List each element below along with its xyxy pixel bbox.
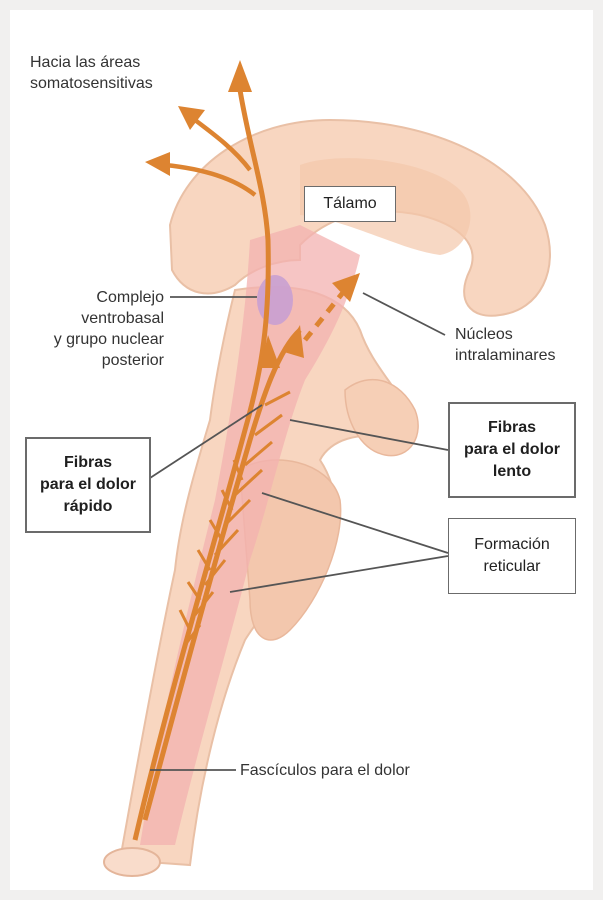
label-line: Fibras — [64, 452, 112, 474]
reticular-box: Formación reticular — [448, 518, 576, 594]
label-line: posterior — [12, 350, 164, 371]
thalamus-label: Tálamo — [323, 193, 376, 215]
label-line: Fibras — [488, 417, 536, 439]
label-line: Formación — [474, 534, 550, 556]
ascending-arrow-icon — [228, 60, 252, 92]
spinal-cut — [104, 848, 160, 876]
thalamus-box: Tálamo — [304, 186, 396, 222]
ventrobasal-nucleus — [257, 275, 293, 325]
branch-arrow-icon-2 — [145, 152, 170, 176]
label-line: lento — [493, 461, 531, 483]
label-ventrobasal: Complejo ventrobasal y grupo nuclear pos… — [12, 287, 164, 371]
label-line: somatosensitivas — [30, 73, 153, 94]
label-line: intralaminares — [455, 345, 555, 366]
label-line: Hacia las áreas — [30, 52, 153, 73]
label-line: Núcleos — [455, 324, 555, 345]
label-line: y grupo nuclear — [12, 329, 164, 350]
label-line: para el dolor — [464, 439, 560, 461]
label-line: para el dolor — [40, 474, 136, 496]
slow-pain-box: Fibras para el dolor lento — [448, 402, 576, 498]
label-to-somatosensory: Hacia las áreas somatosensitivas — [30, 52, 153, 94]
label-line: ventrobasal — [12, 308, 164, 329]
label-pain-tracts: Fascículos para el dolor — [240, 760, 410, 781]
label-line: rápido — [64, 496, 113, 518]
lateral-lobe — [345, 380, 418, 456]
label-line: Complejo — [12, 287, 164, 308]
label-intralaminar: Núcleos intralaminares — [455, 324, 555, 366]
fast-pain-box: Fibras para el dolor rápido — [25, 437, 151, 533]
label-line: reticular — [484, 556, 541, 578]
label-line: Fascículos para el dolor — [240, 760, 410, 781]
